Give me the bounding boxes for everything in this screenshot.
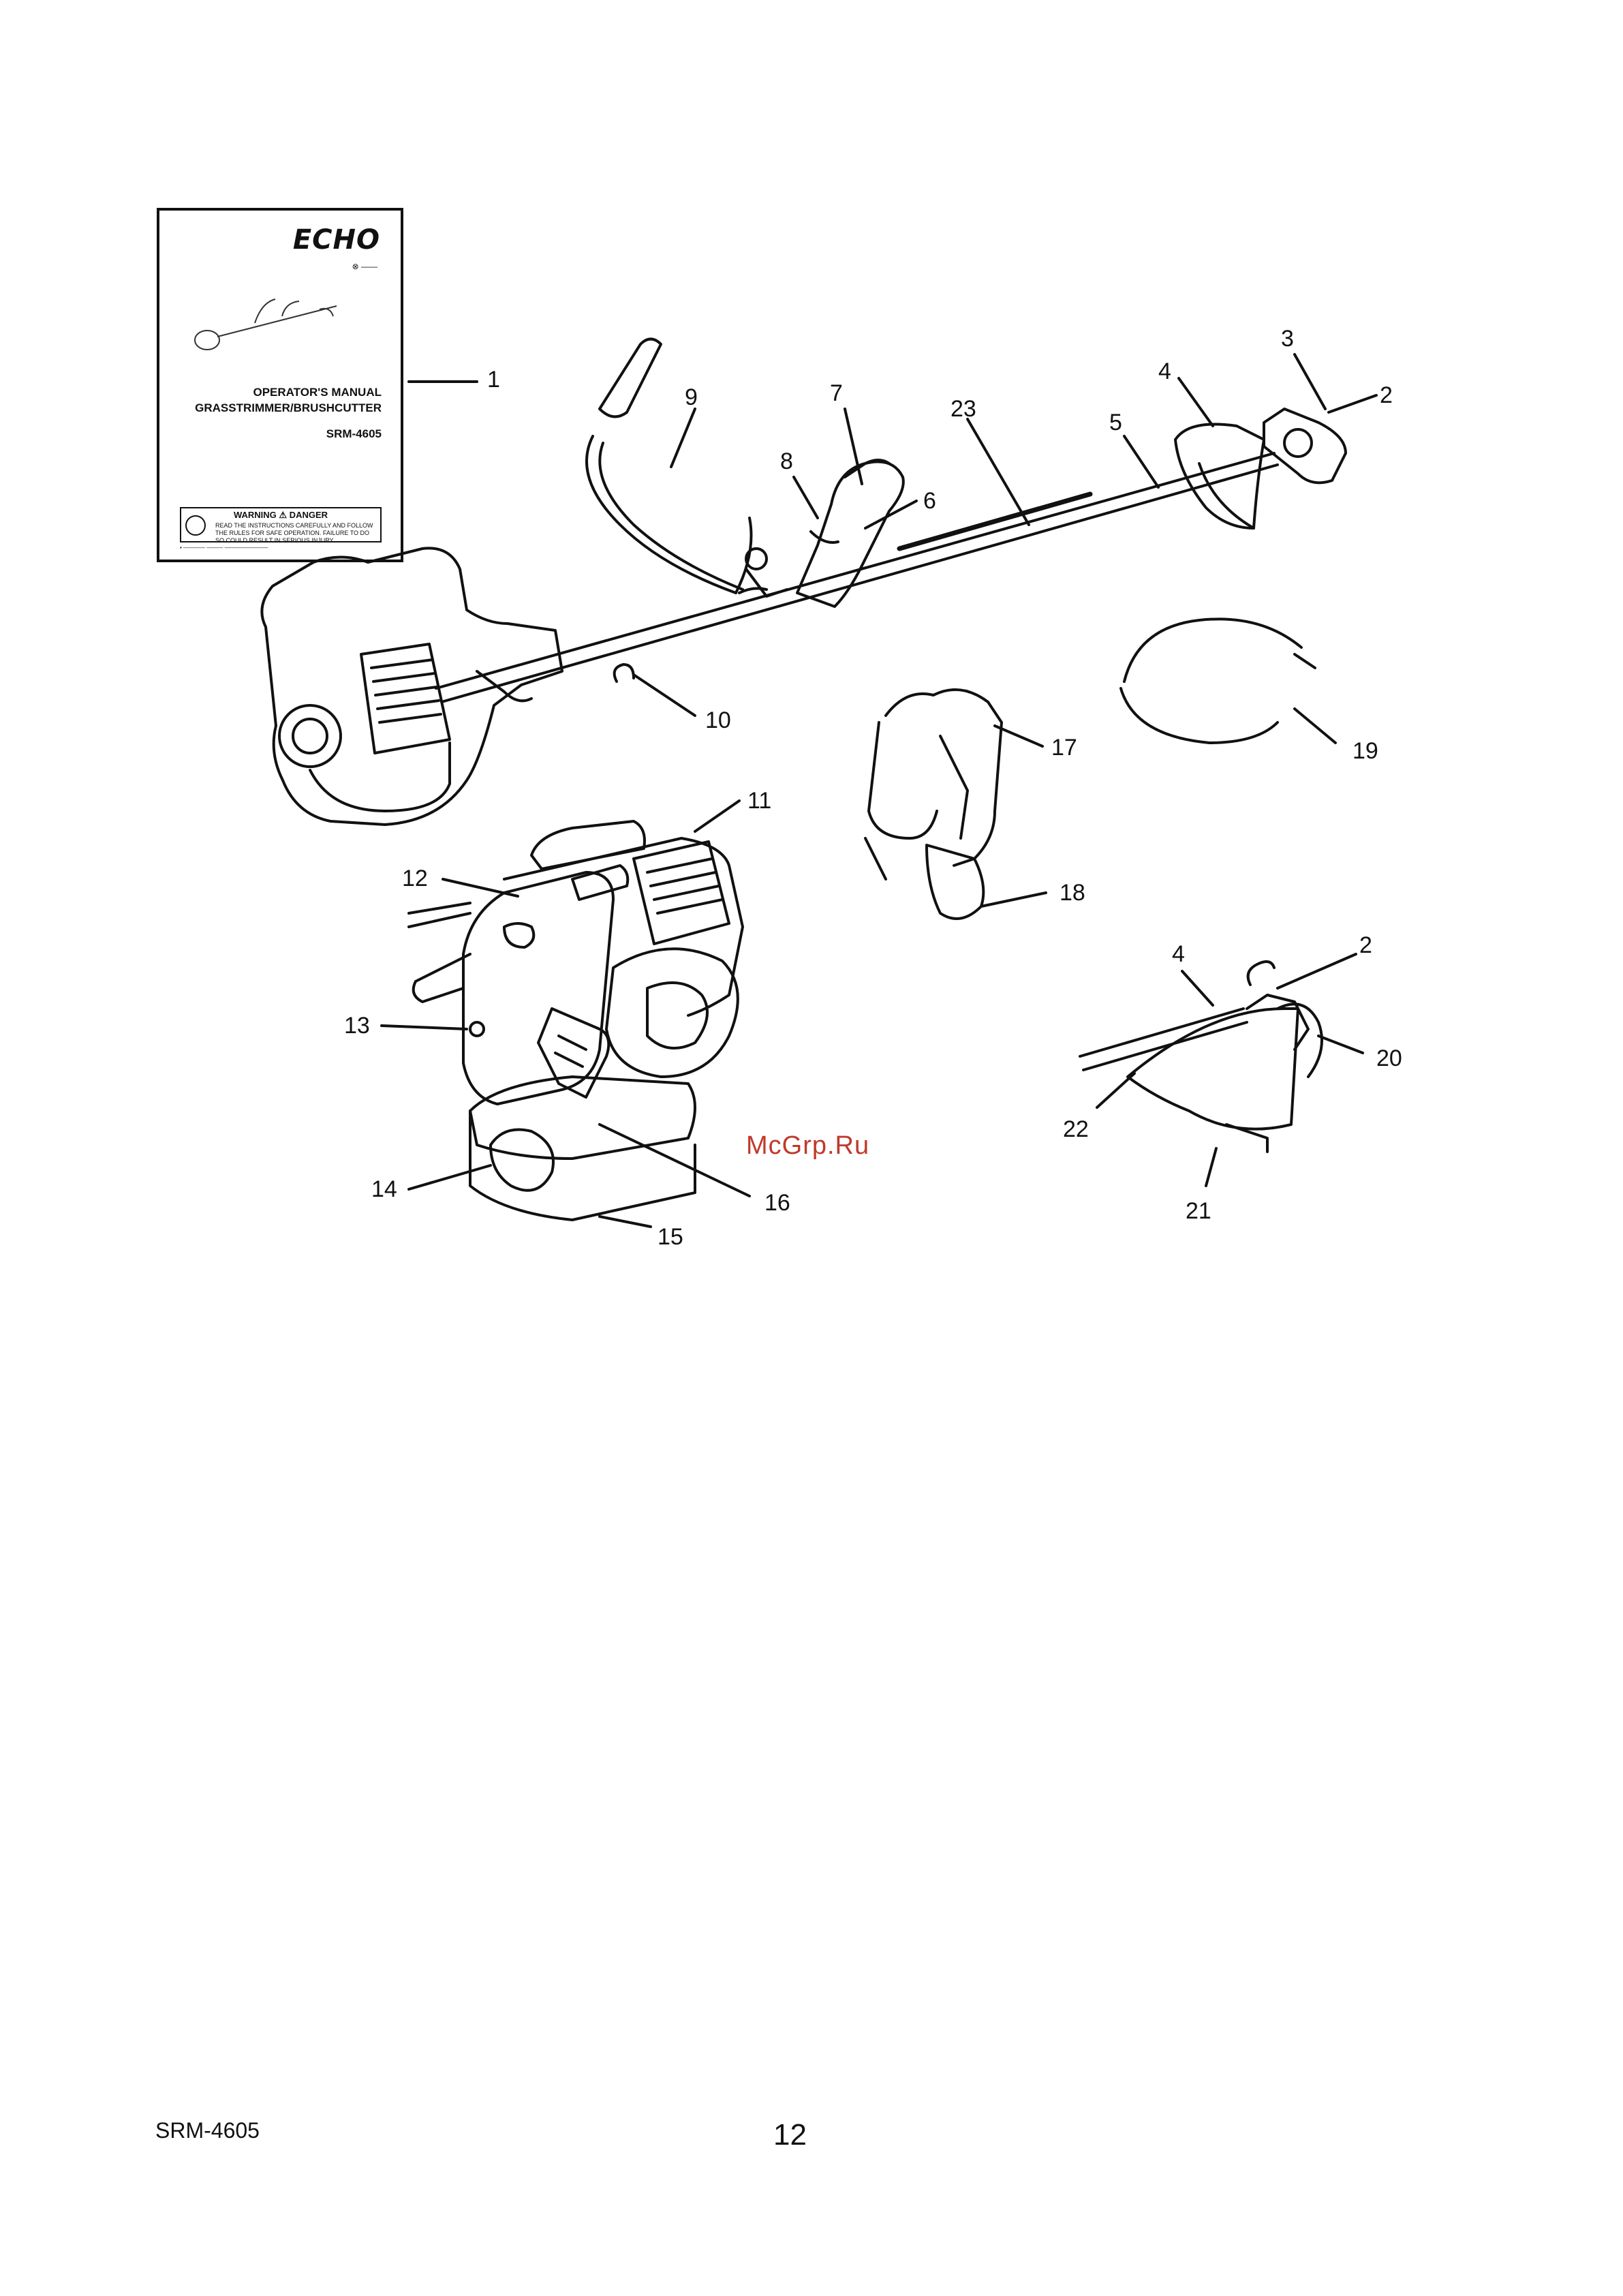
- callout-9: 9: [685, 384, 698, 410]
- logo-subtext: ⊗ ——: [352, 262, 377, 271]
- callout-4-lower: 4: [1172, 941, 1185, 967]
- callout-17: 17: [1051, 735, 1077, 761]
- callout-18: 18: [1060, 880, 1085, 906]
- callout-16: 16: [764, 1190, 790, 1216]
- footer-model: SRM-4605: [155, 2118, 260, 2143]
- callout-4: 4: [1158, 358, 1171, 384]
- trimmer-shaft: [435, 452, 1279, 703]
- callout-10: 10: [705, 707, 731, 733]
- warning-label: WARNING ⚠ DANGER: [233, 510, 328, 520]
- callout-5: 5: [1109, 410, 1122, 435]
- callout-15: 15: [658, 1224, 683, 1250]
- callout-2-lower: 2: [1359, 932, 1372, 958]
- callout-6: 6: [923, 488, 936, 514]
- callout-11: 11: [747, 788, 772, 814]
- callout-3: 3: [1281, 326, 1294, 352]
- echo-logo: ECHO: [292, 224, 380, 256]
- manual-fine-print: ▪ ———— ——— ————————: [180, 545, 268, 551]
- callout-13: 13: [344, 1013, 370, 1039]
- trimmer-thumbnail-drawing: [194, 299, 337, 350]
- u-handle: [585, 337, 768, 594]
- callout-14: 14: [371, 1176, 397, 1202]
- watermark: McGrp.Ru: [746, 1131, 870, 1160]
- manual-title-line1: OPERATOR'S MANUAL: [253, 386, 382, 399]
- lower-guard-assembly: [1079, 960, 1323, 1153]
- callout-23: 23: [950, 396, 976, 422]
- manual-model: SRM-4605: [326, 427, 382, 440]
- callout-22: 22: [1063, 1116, 1089, 1142]
- callout-2: 2: [1380, 382, 1393, 408]
- callout-8: 8: [780, 448, 793, 474]
- callout-21: 21: [1186, 1198, 1211, 1224]
- manual-title-line2: GRASSTRIMMER/BRUSHCUTTER: [195, 401, 382, 414]
- throttle-grip: [745, 459, 905, 608]
- harness: [864, 688, 1003, 920]
- callout-7: 7: [830, 380, 843, 406]
- engine-detail: [407, 820, 744, 1221]
- operators-manual-cover: ECHO ⊗ —— OPERATOR'S MANUAL GRASSTRIMMER…: [157, 208, 403, 562]
- cutter-guard-top: [1174, 408, 1347, 530]
- read-manual-icon: [185, 515, 206, 536]
- callout-19: 19: [1352, 738, 1378, 764]
- callout-12: 12: [402, 866, 428, 891]
- manual-warning-box: WARNING ⚠ DANGER READ THE INSTRUCTIONS C…: [180, 507, 382, 544]
- page-number: 12: [773, 2118, 807, 2152]
- shaft-clip: [613, 663, 635, 683]
- assembled-engine: [260, 547, 563, 826]
- callout-20: 20: [1376, 1045, 1402, 1071]
- warning-text: READ THE INSTRUCTIONS CAREFULLY AND FOLL…: [215, 522, 373, 544]
- callout-1: 1: [487, 367, 500, 393]
- blade-ring: [1119, 617, 1316, 744]
